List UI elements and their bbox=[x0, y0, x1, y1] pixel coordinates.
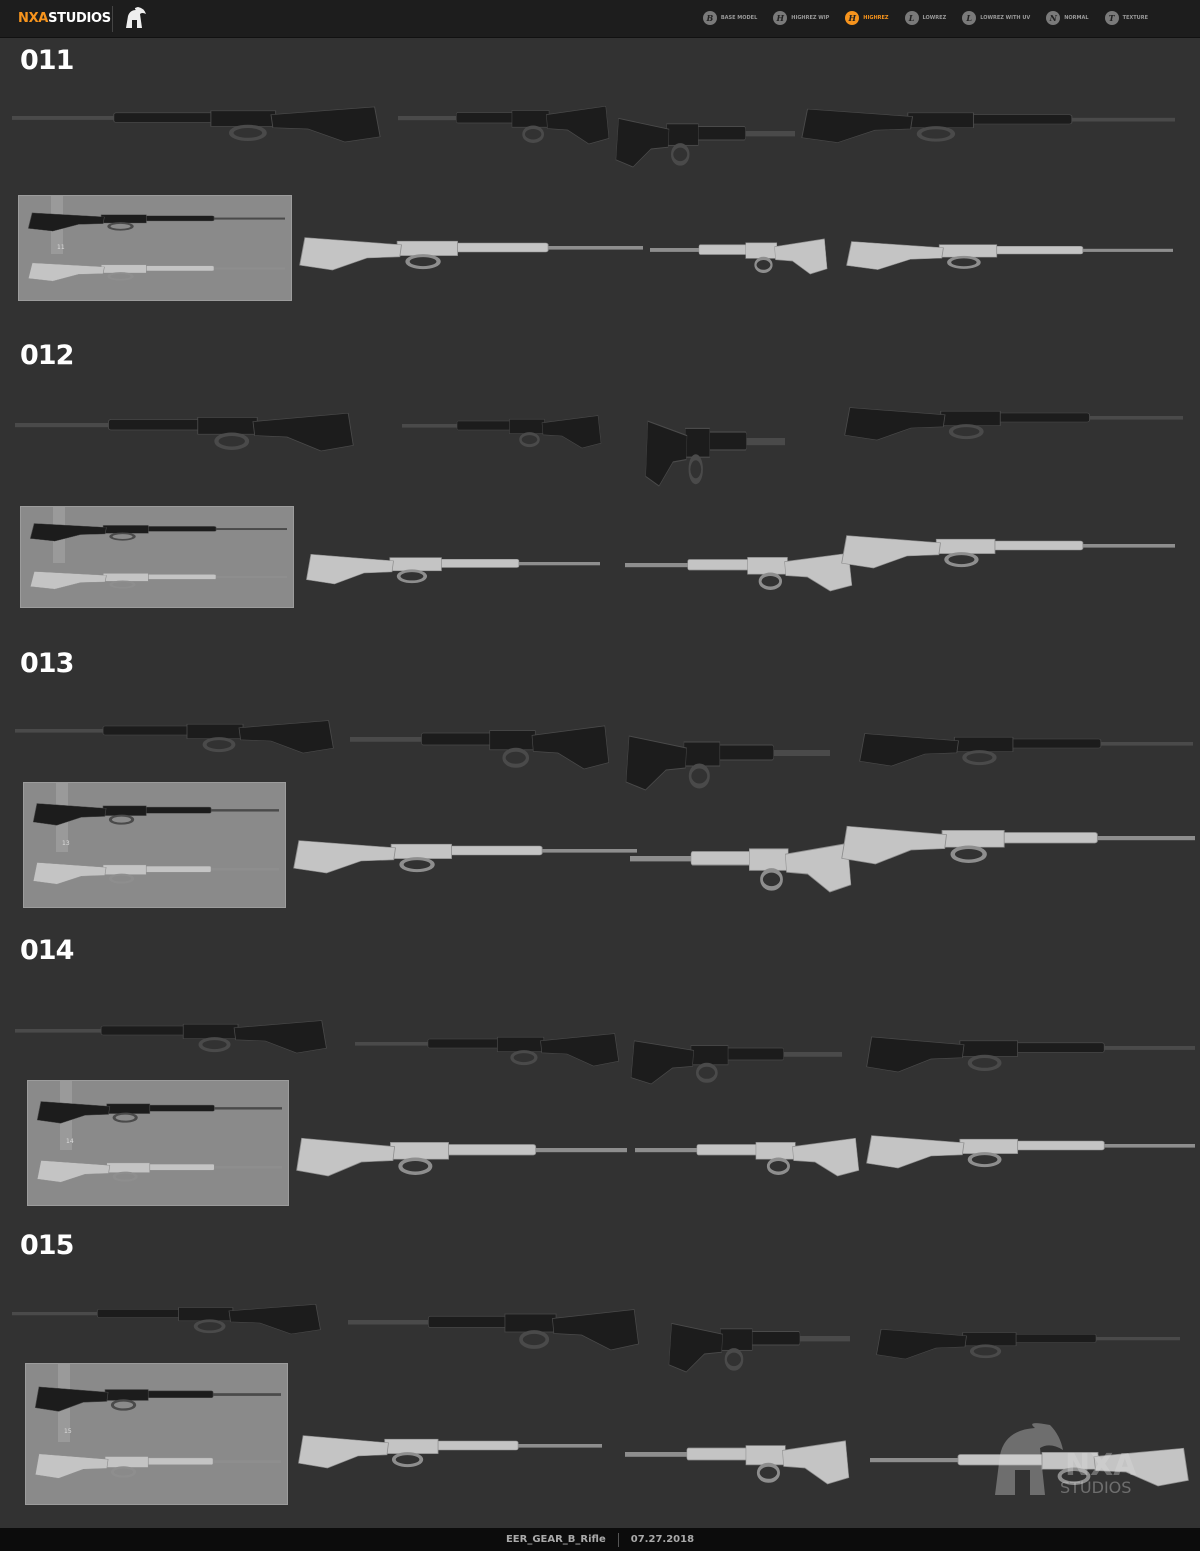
rifle-render-clay bbox=[625, 552, 853, 592]
rifle-uv-preview bbox=[32, 862, 279, 885]
texture-preview-thumbnail[interactable]: 11 bbox=[18, 195, 292, 301]
rifle-render-clay bbox=[296, 1137, 627, 1177]
rifle-render-dark bbox=[630, 1040, 842, 1085]
rifle-render-dark bbox=[876, 1328, 1180, 1360]
highrez-icon: H bbox=[845, 11, 860, 25]
footer-bar: EER_GEAR_B_Rifle 07.27.2018 bbox=[0, 1528, 1200, 1551]
rifle-textured-preview bbox=[34, 1386, 281, 1412]
section-title: 015 bbox=[20, 1230, 74, 1261]
rifle-render-clay bbox=[650, 238, 828, 275]
normal-icon: N bbox=[1046, 11, 1061, 25]
rifle-render-clay bbox=[841, 535, 1175, 569]
rifle-render-dark bbox=[398, 105, 610, 145]
rifle-textured-preview bbox=[36, 1101, 282, 1124]
texture-icon: T bbox=[1104, 11, 1119, 25]
nav-item-lowrez-with-uv[interactable]: LLowrez with UV bbox=[962, 11, 1030, 25]
rifle-render-dark bbox=[615, 117, 795, 168]
rifle-render-dark bbox=[15, 412, 354, 452]
nxa-studios-logo[interactable]: NXASTUDIOS bbox=[18, 11, 111, 26]
texture-preview-thumbnail[interactable] bbox=[20, 506, 294, 608]
rifle-uv-preview bbox=[27, 262, 285, 282]
rifle-render-dark bbox=[12, 1303, 321, 1335]
section-title: 011 bbox=[20, 45, 74, 76]
rifle-render-clay bbox=[293, 840, 637, 874]
nav-item-texture[interactable]: TTexture bbox=[1104, 11, 1148, 25]
rifle-render-dark bbox=[402, 415, 602, 449]
lowrez-with-uv-icon: L bbox=[962, 11, 977, 25]
lowrez-icon: L bbox=[904, 11, 919, 25]
rifle-render-dark bbox=[859, 733, 1193, 767]
file-name: EER_GEAR_B_Rifle bbox=[505, 1534, 606, 1545]
section-title: 014 bbox=[20, 935, 74, 966]
view-mode-nav: BBase ModelHHighrez WIPHHighrezLLowrezLL… bbox=[702, 11, 1148, 25]
rifle-render-clay bbox=[635, 1137, 860, 1177]
rifle-render-dark bbox=[668, 1322, 850, 1373]
rifle-textured-preview bbox=[29, 523, 287, 542]
rifle-render-dark bbox=[350, 725, 610, 770]
rifle-render-dark bbox=[801, 108, 1175, 143]
thumbnail-label: 15 bbox=[64, 1427, 72, 1435]
texture-preview-thumbnail[interactable]: 14 bbox=[27, 1080, 289, 1206]
divider bbox=[617, 1532, 619, 1547]
rifle-render-clay bbox=[870, 1447, 1189, 1487]
header-bar: NXASTUDIOS BBase Model HHighrez WIP HHighr… bbox=[0, 0, 1200, 38]
divider bbox=[112, 6, 113, 32]
rifle-render-clay bbox=[306, 553, 600, 585]
rifle-render-dark bbox=[15, 1020, 327, 1054]
rifle-render-dark bbox=[348, 1309, 639, 1351]
texture-preview-thumbnail[interactable]: 13 bbox=[23, 782, 286, 908]
rifle-render-clay bbox=[866, 1135, 1195, 1169]
rifle-render-dark bbox=[12, 106, 381, 143]
nav-item-normal[interactable]: NNormal bbox=[1046, 11, 1089, 25]
nav-item-highrez-wip[interactable]: HHighrez WIP bbox=[773, 11, 829, 25]
thumbnail-label: 13 bbox=[62, 839, 70, 847]
rifle-render-clay bbox=[846, 241, 1173, 270]
highrez-wip-icon: H bbox=[773, 11, 788, 25]
nav-item-highrez[interactable]: HHighrez bbox=[845, 11, 889, 25]
rifle-render-dark bbox=[355, 1033, 620, 1067]
nav-item-lowrez[interactable]: LLowrez bbox=[904, 11, 946, 25]
rifle-render-dark bbox=[866, 1036, 1195, 1073]
rifle-uv-preview bbox=[36, 1160, 282, 1183]
rifle-render-clay bbox=[299, 237, 643, 271]
rifle-render-dark bbox=[15, 720, 334, 754]
rifle-textured-preview bbox=[27, 213, 285, 232]
spartan-helmet-icon bbox=[995, 1423, 1063, 1495]
spartan-helmet-icon bbox=[126, 7, 146, 28]
rifle-render-clay bbox=[625, 1440, 850, 1485]
rifle-uv-preview bbox=[34, 1453, 281, 1479]
rifle-render-dark bbox=[844, 407, 1183, 441]
thumbnail-label: 14 bbox=[66, 1137, 74, 1145]
base-model-icon: B bbox=[702, 11, 717, 25]
date: 07.27.2018 bbox=[630, 1534, 695, 1545]
thumbnail-label: 11 bbox=[57, 243, 65, 251]
section-title: 013 bbox=[20, 648, 74, 679]
rifle-render-dark bbox=[645, 420, 785, 487]
rifle-textured-preview bbox=[32, 803, 279, 826]
watermark-logo: NXA STUDIOS bbox=[985, 1420, 1185, 1500]
rifle-render-clay bbox=[841, 825, 1195, 865]
section-title: 012 bbox=[20, 340, 74, 371]
rifle-render-clay bbox=[630, 842, 852, 893]
nav-item-base-model[interactable]: BBase Model bbox=[702, 11, 757, 25]
rifle-render-clay bbox=[298, 1435, 602, 1469]
texture-preview-thumbnail[interactable]: 15 bbox=[25, 1363, 288, 1505]
rifle-render-dark bbox=[625, 735, 830, 791]
rifle-uv-preview bbox=[29, 571, 287, 590]
